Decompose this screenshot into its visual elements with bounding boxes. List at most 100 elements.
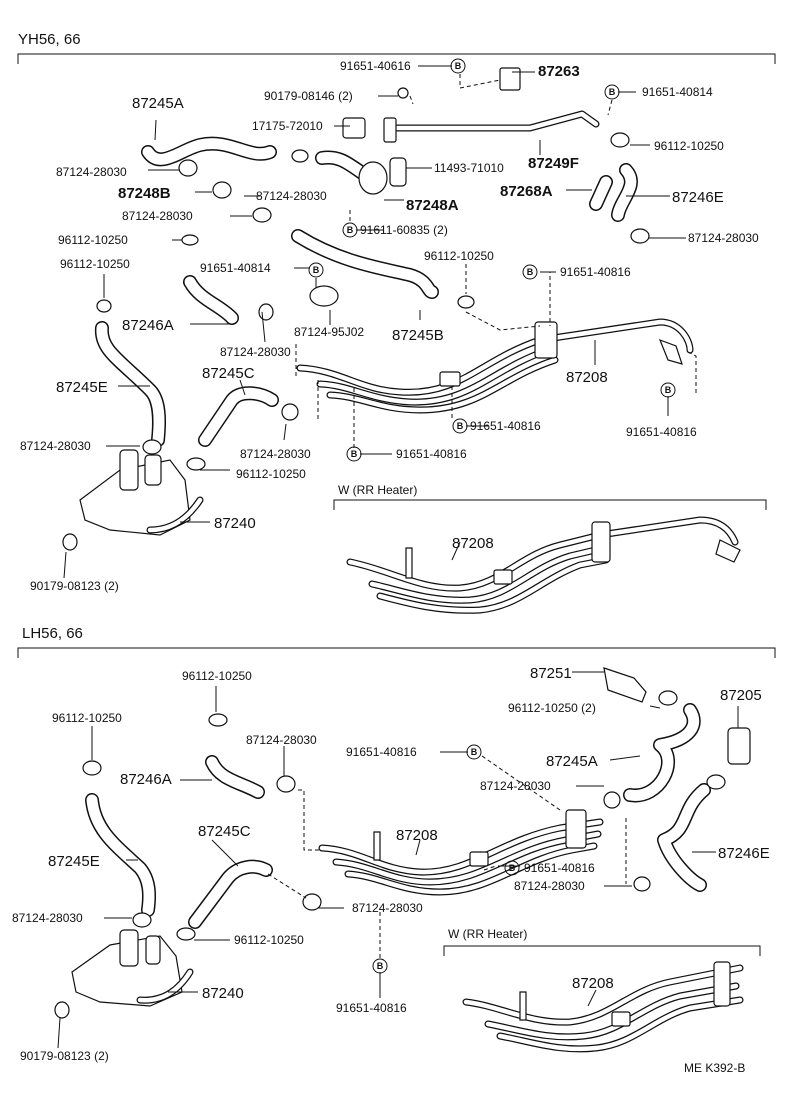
part-label: 87249F [528, 155, 579, 172]
svg-text:B: B [347, 225, 354, 235]
hose-87246A-top [183, 275, 239, 325]
hose-87248A [315, 150, 372, 182]
part-label: 87240 [202, 985, 244, 1002]
hose-87245A-bottom [623, 703, 701, 803]
rr-heater-bottom: W (RR Heater) 87208 [443, 927, 761, 1053]
hose-87245B [291, 229, 439, 299]
hose-87245A [141, 136, 277, 167]
section-title-yh: YH56, 66 [18, 31, 81, 48]
bolt-markers-top: B B B B B B B B [308, 58, 676, 462]
part-label: 87208 [452, 535, 494, 552]
valve-87240-top [79, 449, 204, 536]
part-label: 96112-10250 (2) [508, 701, 596, 715]
svg-text:B: B [527, 267, 534, 277]
diagram-code: ME K392-B [684, 1061, 745, 1075]
part-label: 91651-40816 [336, 1001, 407, 1015]
valve-87240-bottom [71, 929, 194, 1007]
hose-87245E-top [94, 321, 166, 447]
part-label: 87245A [546, 753, 598, 770]
bottom-section: LH56, 66 [12, 625, 776, 1063]
part-label: 91651-40816 [626, 425, 697, 439]
part-label: 91651-40814 [642, 85, 713, 99]
svg-text:B: B [665, 385, 672, 395]
part-label: 87240 [214, 515, 256, 532]
part-label: 90179-08123 (2) [20, 1049, 109, 1063]
part-label: 90179-08123 (2) [30, 579, 119, 593]
svg-text:B: B [509, 863, 516, 873]
small-parts-bottom [54, 667, 751, 1019]
part-label: 87268A [500, 183, 553, 200]
part-label: 87208 [396, 827, 438, 844]
part-label: 87124-28030 [56, 165, 127, 179]
part-label: 87124-28030 [480, 779, 551, 793]
small-parts-top [62, 67, 650, 551]
part-label: 87246E [672, 189, 724, 206]
part-label: 87251 [530, 665, 572, 682]
part-label: 87205 [720, 687, 762, 704]
top-section-bracket [17, 53, 776, 64]
svg-text:B: B [609, 87, 616, 97]
part-label: 96112-10250 [236, 467, 306, 481]
part-label: 11493-71010 [434, 161, 504, 175]
part-label: 87263 [538, 63, 580, 80]
part-label: 87248B [118, 185, 171, 202]
hose-87245C-top [198, 386, 279, 447]
section-title-lh: LH56, 66 [22, 625, 83, 642]
rr-heater-label: W (RR Heater) [338, 483, 417, 497]
part-label: 87245B [392, 327, 444, 344]
part-label: 87124-28030 [246, 733, 317, 747]
labels-top: 91651-40616 87263 90179-08146 (2) 91651-… [20, 59, 759, 593]
leaders-bottom [57, 671, 739, 1049]
part-label: 87124-28030 [20, 439, 91, 453]
hose-87246E [611, 163, 638, 222]
part-label: 87245C [198, 823, 251, 840]
part-label: 87248A [406, 197, 459, 214]
part-label: 91651-40816 [560, 265, 631, 279]
leaders-top [63, 65, 697, 579]
rr-heater-label: W (RR Heater) [448, 927, 527, 941]
part-label: 87246E [718, 845, 770, 862]
part-label: 90179-08146 (2) [264, 89, 353, 103]
part-label: 96112-10250 [182, 669, 252, 683]
part-label: 91651-40814 [200, 261, 271, 275]
hose-87246A-bottom [205, 755, 265, 799]
part-label: 17175-72010 [252, 119, 323, 133]
part-label: 87124-28030 [514, 879, 585, 893]
svg-text:B: B [471, 747, 478, 757]
part-label: 96112-10250 [234, 933, 304, 947]
part-label: 87124-28030 [12, 911, 83, 925]
part-label: 87124-28030 [256, 189, 327, 203]
labels-bottom: 87251 96112-10250 96112-10250 (2) 87205 … [12, 665, 770, 1063]
part-label: 87246A [120, 771, 172, 788]
hose-87246E-bottom [657, 783, 711, 892]
svg-text:B: B [457, 421, 464, 431]
part-label: 87245C [202, 365, 255, 382]
part-label: 96112-10250 [58, 233, 128, 247]
bolt-markers-bottom: B B B [372, 744, 520, 974]
part-label: 87124-95J02 [294, 325, 364, 339]
part-label: 87124-28030 [220, 345, 291, 359]
part-label: 91651-40816 [346, 745, 417, 759]
part-label: 87124-28030 [352, 901, 423, 915]
hose-87245C-bottom [188, 859, 273, 929]
part-label: 87208 [566, 369, 608, 386]
part-label: 91611-60835 (2) [360, 223, 448, 237]
svg-text:B: B [455, 61, 462, 71]
svg-text:B: B [377, 961, 384, 971]
part-label: 96112-10250 [424, 249, 494, 263]
part-label: 91651-40816 [470, 419, 541, 433]
pipe-87249F [388, 110, 600, 132]
svg-text:B: B [351, 449, 358, 459]
pipe-87208-bottom [318, 809, 604, 896]
part-label: 87124-28030 [122, 209, 193, 223]
part-label: 96112-10250 [654, 139, 724, 153]
part-label: 87124-28030 [688, 231, 759, 245]
part-label: 91651-40816 [524, 861, 595, 875]
bottom-section-bracket [17, 647, 776, 658]
rr-heater-top: W (RR Heater) 87208 [333, 483, 767, 614]
part-label: 87124-28030 [240, 447, 311, 461]
hose-87245E-bottom [85, 793, 156, 917]
part-label: 87245E [56, 379, 108, 396]
part-label: 87208 [572, 975, 614, 992]
